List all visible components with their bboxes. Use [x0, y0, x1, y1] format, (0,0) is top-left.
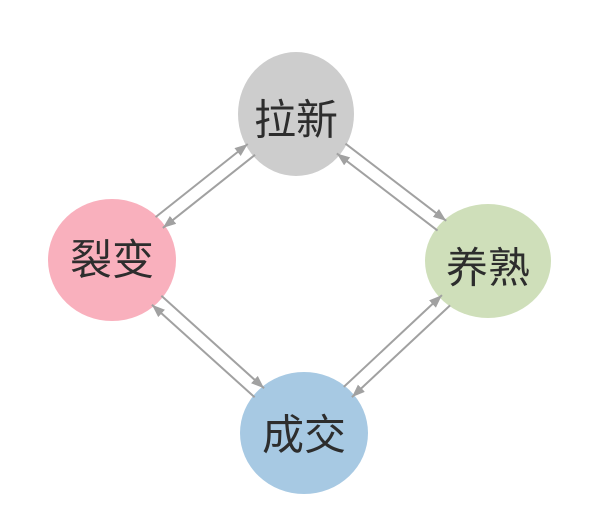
node-yangshu-circle [425, 204, 551, 318]
edge-laxin-to-yangshu [344, 142, 447, 222]
edge-liebian-to-laxin [154, 143, 249, 218]
node-chengjiao-circle [240, 372, 368, 494]
node-chengjiao-label: 成交 [262, 412, 346, 459]
node-yangshu-label: 养熟 [446, 245, 530, 292]
edge-yangshu-to-chengjiao [351, 304, 451, 398]
edge-chengjiao-to-yangshu [343, 294, 443, 388]
edge-yangshu-to-laxin [336, 152, 439, 232]
node-laxin-label: 拉新 [254, 97, 338, 144]
node-liebian-label: 裂变 [70, 237, 154, 284]
node-liebian-circle [48, 199, 176, 321]
edge-laxin-to-liebian [162, 154, 256, 229]
node-laxin-circle [238, 52, 354, 176]
edge-chengjiao-to-liebian [151, 303, 256, 399]
edge-liebian-to-chengjiao [160, 294, 265, 390]
